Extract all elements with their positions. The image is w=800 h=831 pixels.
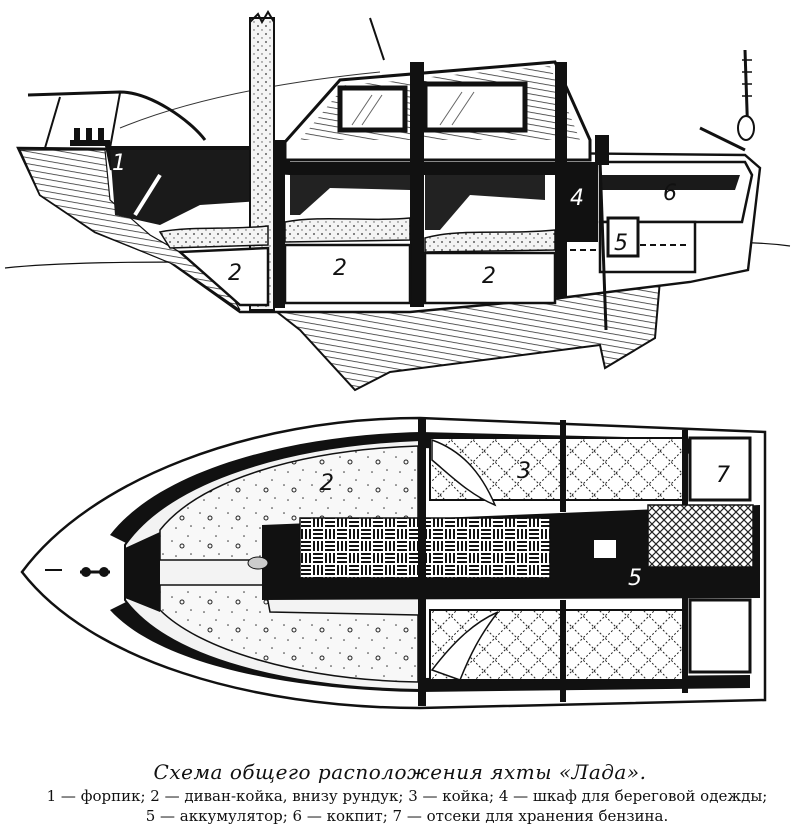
cabin-interior-dark bbox=[110, 150, 280, 225]
wardrobe-locker bbox=[560, 162, 598, 242]
window-aft bbox=[422, 81, 528, 133]
interior-dark-aft bbox=[425, 175, 545, 230]
battery-box bbox=[606, 216, 640, 258]
stern-rail bbox=[699, 126, 746, 152]
settee-cushion-mid bbox=[284, 217, 411, 243]
antenna bbox=[369, 17, 385, 61]
bow-rail bbox=[27, 90, 207, 141]
plan-view: 2 3 5 7 bbox=[20, 416, 767, 710]
label-cockpit: 6 bbox=[663, 181, 677, 206]
settee-cushion-fore bbox=[158, 225, 269, 249]
interior-dark-mid bbox=[290, 175, 410, 215]
label-settee-plan: 2 bbox=[320, 471, 334, 496]
bow-fitting bbox=[45, 567, 110, 577]
settee-locker-mid bbox=[283, 243, 412, 305]
label-settee-fore: 2 bbox=[228, 261, 242, 286]
label-settee-mid: 2 bbox=[333, 256, 347, 281]
label-forepeak: 1 bbox=[112, 151, 126, 176]
label-settee-aft: 2 bbox=[482, 264, 496, 289]
label-wardrobe: 4 bbox=[570, 186, 584, 211]
battery-plan bbox=[594, 540, 616, 558]
label-battery-side: 5 bbox=[614, 231, 628, 256]
companionway-frame bbox=[410, 62, 424, 307]
fuel-locker-lower bbox=[688, 598, 752, 674]
mooring-bitts bbox=[70, 128, 110, 146]
settee-cushion-aft bbox=[424, 229, 556, 253]
berth-cushion-fold-upper bbox=[431, 438, 497, 507]
berth-cushion-fold-lower bbox=[430, 611, 499, 681]
side-view: 1 2 2 2 4 5 6 bbox=[4, 10, 791, 392]
settee-locker-fore bbox=[176, 246, 270, 307]
cockpit-grating bbox=[647, 504, 754, 568]
diagram-legend: 1 — форпик; 2 — диван-койка, внизу рунду… bbox=[22, 786, 792, 826]
label-fuel-locker: 7 bbox=[716, 463, 730, 488]
forepeak-plan bbox=[125, 532, 160, 612]
legend-line-1: 1 — форпик; 2 — диван-койка, внизу рунду… bbox=[46, 787, 768, 805]
fuel-locker-upper bbox=[688, 436, 752, 502]
diagram-caption: Схема общего расположения яхты «Лада». bbox=[153, 760, 647, 784]
settee-locker-aft bbox=[423, 251, 557, 305]
legend-line-2: 5 — аккумулятор; 6 — кокпит; 7 — отсеки … bbox=[145, 807, 669, 825]
bulkhead-fore bbox=[275, 140, 285, 308]
label-berth: 3 bbox=[517, 459, 531, 484]
label-battery-plan: 5 bbox=[628, 566, 642, 591]
